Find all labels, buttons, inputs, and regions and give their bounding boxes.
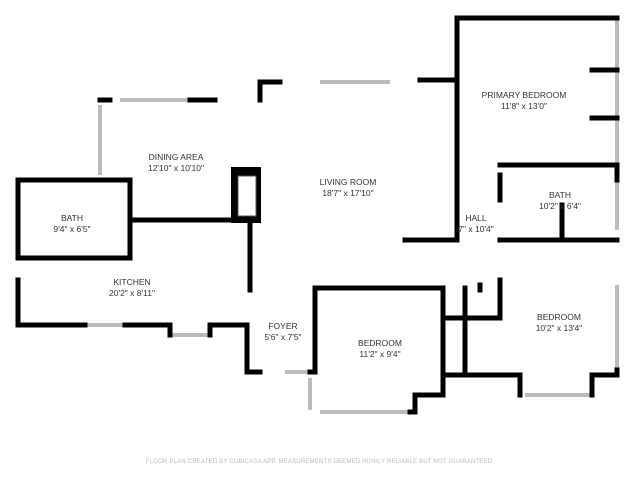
room-name: BATH [60,213,84,223]
room-size: 10'2" x 6'4" [539,201,581,211]
room-size: 10'2" x 13'4" [535,323,583,333]
room-name: PRIMARY BEDROOM [481,90,567,100]
room-name: DINING AREA [148,152,204,162]
room-size: 18'7" x 17'10" [322,188,374,198]
room-size: 12'10" x 10'10" [147,163,205,173]
room-name: FOYER [268,321,298,331]
room-name: KITCHEN [113,277,151,287]
room-name: BEDROOM [358,338,402,348]
fireplace [231,167,261,223]
room-name: LIVING ROOM [319,177,377,187]
room-size: 5'6" x 7'5" [264,332,302,342]
walls [15,15,620,415]
room-size: 11'2" x 9'4" [359,349,401,359]
footer-disclaimer: FLOOR PLAN CREATED BY CUBICASA APP. MEAS… [145,459,495,465]
room-name: BEDROOM [537,312,581,322]
room-size: 20'2" x 8'11" [109,288,155,298]
room-name: BATH [548,190,572,200]
room-size: 7" x 10'4" [458,224,494,234]
room-size: 11'8" x 13'0" [500,101,547,111]
room-name: HALL [465,213,487,223]
room-size: 9'4" x 6'5" [53,224,91,234]
